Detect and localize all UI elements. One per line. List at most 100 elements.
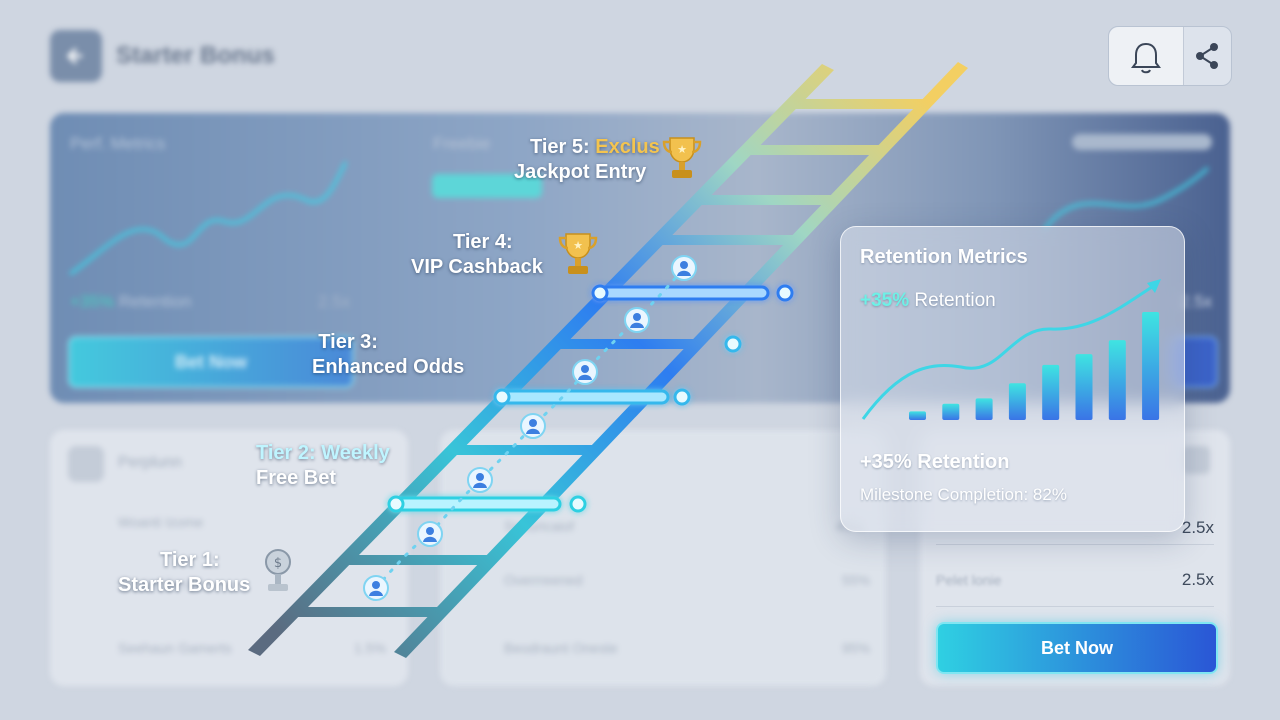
lower-left-row-3-value: 1.5%	[354, 640, 386, 656]
metric-bar	[975, 398, 993, 420]
user-avatar-node	[417, 521, 443, 547]
milestone-bars	[387, 284, 794, 513]
metric-bar	[1108, 340, 1126, 420]
tier-1-line1: Tier 1:	[160, 549, 220, 571]
milestone-bar	[498, 389, 670, 405]
metric-bar	[1042, 364, 1060, 420]
lower-left-title: Perplunn	[118, 454, 183, 471]
tier-5-label: Tier 5: Exclus Jackpot Entry	[514, 135, 660, 185]
tier-1-label: Tier 1: Starter Bonus	[118, 548, 250, 598]
top-right-trend-chart	[1042, 166, 1210, 231]
medal-icon: $	[265, 549, 291, 591]
user-avatar-node	[671, 255, 697, 281]
user-avatar-node	[624, 307, 650, 333]
top-left-stat-label: Retention	[118, 292, 192, 311]
avatar-nodes	[363, 255, 697, 601]
page-title: Starter Bonus	[116, 42, 275, 69]
svg-text:$: $	[274, 556, 282, 571]
retention-metrics-card: Retention Metrics +35% Retention +35% Re…	[840, 226, 1185, 532]
user-avatar-node	[572, 359, 598, 385]
ladder-rung	[746, 145, 883, 155]
user-icon	[68, 446, 104, 482]
tier-3-label: Tier 3: Enhanced Odds	[312, 330, 464, 380]
milestone-bar	[596, 285, 770, 301]
tier-2-label: Tier 2: Weekly Free Bet	[256, 441, 390, 491]
bet-now-button[interactable]: Bet Now	[936, 622, 1218, 674]
metric-bar	[942, 403, 960, 420]
trend-arrow-head	[1147, 279, 1161, 293]
top-left-trend-chart	[69, 161, 348, 276]
milestone-node	[387, 495, 405, 513]
top-left-stat: +35% Retention	[70, 292, 191, 312]
milestone-completion: Milestone Completion: 82%	[860, 485, 1067, 504]
metrics-top-stat-label: Retention	[914, 290, 996, 311]
milestone-node	[591, 284, 609, 302]
lower-mid-row-3: Beodraunt Oneste	[504, 640, 618, 656]
top-panel-left-title: Perf. Metrics	[70, 134, 166, 153]
milestone-node	[673, 388, 691, 406]
metric-bar	[1142, 312, 1160, 420]
lower-mid-card	[440, 430, 886, 686]
top-right-placeholder-bar	[1072, 134, 1212, 150]
svg-text:★: ★	[573, 239, 583, 252]
notification-button[interactable]	[1109, 27, 1184, 85]
lower-left-row-2: Starter Bonus	[118, 576, 204, 592]
lower-right-row-1-value: 2.5x	[1181, 518, 1214, 537]
top-mid-title: Freebie	[433, 134, 491, 153]
ladder-rung	[345, 555, 491, 565]
top-bet-button[interactable]: Bet Now	[68, 336, 354, 388]
lower-mid-row-2: Overrreened	[504, 572, 583, 588]
lower-mid-row-3-value: 95%	[842, 640, 871, 656]
milestone-bar	[394, 496, 562, 512]
lower-left-row-1: Woanti Izome	[118, 514, 204, 530]
trophy-icon: ★	[558, 233, 598, 274]
tier-2-line1: Tier 2: Weekly	[256, 442, 390, 464]
user-avatar-node	[520, 413, 546, 439]
metrics-bottom-stat: +35% Retention	[860, 451, 1010, 473]
tier-5-highlight: Exclus	[595, 136, 660, 158]
user-avatar-node	[363, 575, 389, 601]
tier-4-line2: VIP Cashback	[411, 256, 543, 278]
metrics-top-stat-value: +35%	[860, 290, 910, 311]
tier-5-line2: Jackpot Entry	[514, 161, 647, 183]
lower-right-row-2-label: Pelet lonie	[936, 572, 1002, 588]
top-left-multiplier: 2.5x	[318, 292, 351, 311]
tier-5-prefix: Tier 5:	[530, 136, 590, 158]
lower-left-row-3: Seehaun Gamerts	[118, 640, 232, 656]
metric-bars	[909, 312, 1160, 420]
metrics-title: Retention Metrics	[860, 246, 1028, 268]
tier-1-line2: Starter Bonus	[118, 574, 251, 596]
lower-right-row-2-value: 2.5x	[1181, 570, 1214, 589]
svg-text:★: ★	[677, 143, 687, 156]
share-icon	[1196, 43, 1218, 69]
arrow-left-icon	[66, 47, 82, 65]
share-button[interactable]	[1184, 27, 1230, 85]
ladder-rung	[556, 339, 698, 349]
tier-3-line1: Tier 3:	[318, 331, 378, 353]
tier-2-line2: Free Bet	[256, 467, 337, 489]
milestone-node	[569, 495, 587, 513]
retention-trend-line	[861, 283, 1156, 420]
top-mid-pill	[432, 174, 542, 198]
ladder-rung	[658, 235, 797, 245]
tier-4-label: Tier 4: VIP Cashback	[411, 230, 543, 280]
tier-5-line1: Tier 5: Exclus	[514, 135, 660, 160]
lower-mid-row-2-value: 55%	[842, 572, 871, 588]
ladder-rung	[294, 607, 442, 617]
back-button[interactable]	[50, 30, 102, 82]
metric-bar	[909, 411, 926, 420]
metrics-top-stat: +35% Retention	[860, 290, 996, 312]
bell-icon	[1131, 42, 1161, 74]
trophy-icon: ★	[662, 137, 702, 178]
metric-bar	[1075, 354, 1093, 420]
top-left-stat-value: +35%	[70, 292, 114, 311]
retention-bar-chart	[861, 279, 1161, 420]
lower-right-row-2: Pelet lonie 2.5x	[936, 566, 1214, 607]
lower-right-icon	[1182, 446, 1210, 474]
tier-3-line2: Enhanced Odds	[312, 356, 465, 378]
tier-4-line1: Tier 4:	[453, 231, 513, 253]
milestone-node	[493, 388, 511, 406]
user-avatar-node	[467, 467, 493, 493]
header-actions	[1108, 26, 1232, 86]
